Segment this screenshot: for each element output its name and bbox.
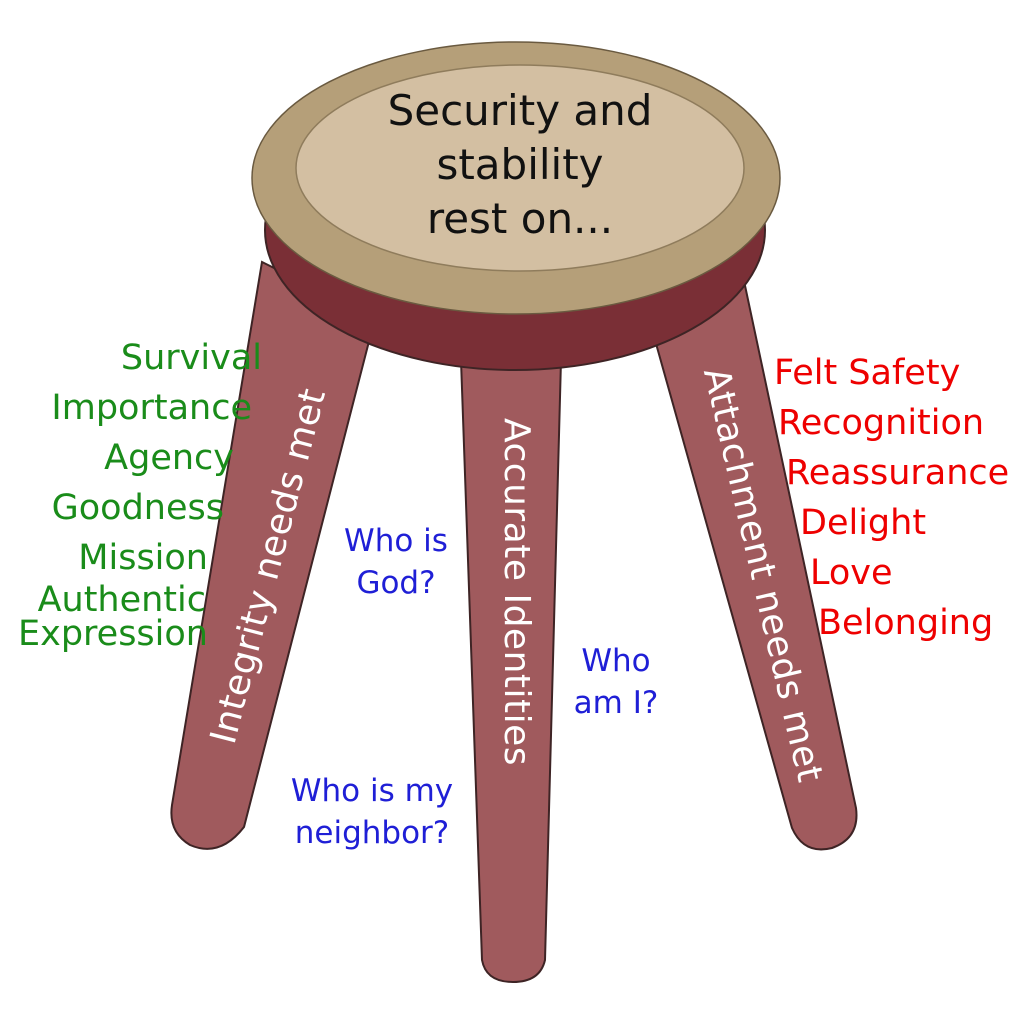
seat-inner <box>295 64 745 272</box>
integrity-need-item: Goodness <box>51 488 224 528</box>
seat-caption-line-1: Security and <box>387 86 653 135</box>
attachment-need-item: Love <box>810 553 893 593</box>
question-who-is-god: Who is God? <box>332 520 460 604</box>
integrity-need-item: Mission <box>78 538 208 578</box>
attachment-needs-list: Felt Safety Recognition Reassurance Deli… <box>768 348 1018 648</box>
attachment-need-item: Delight <box>800 503 927 543</box>
right-leg <box>653 260 858 851</box>
attachment-need-item: Reassurance <box>786 453 1010 493</box>
question-who-is-my-neighbor: Who is my neighbor? <box>272 770 472 854</box>
seat-caption-line-2: stability <box>436 140 604 189</box>
attachment-need-item: Belonging <box>818 603 994 643</box>
integrity-need-item: Authentic <box>37 580 206 620</box>
seat-caption-line-3: rest on... <box>426 194 614 243</box>
attachment-need-item: Recognition <box>778 403 985 443</box>
integrity-need-item: Expression <box>18 614 208 654</box>
integrity-need-item: Importance <box>51 388 252 428</box>
question-line: Who is <box>344 523 448 559</box>
question-line: neighbor? <box>294 815 450 851</box>
integrity-need-item: Agency <box>104 438 234 478</box>
seat-caption: Security and stability rest on... <box>340 84 700 246</box>
integrity-need-item: Survival <box>120 338 262 378</box>
middle-leg-label: Accurate Identities <box>496 418 537 767</box>
question-line: Who <box>581 643 651 679</box>
question-line: Who is my <box>290 773 454 809</box>
left-leg <box>170 260 377 850</box>
question-line: am I? <box>573 685 659 721</box>
integrity-needs-list: Survival Importance Agency Goodness Miss… <box>0 333 262 654</box>
question-who-am-i: Who am I? <box>560 640 672 724</box>
middle-leg <box>459 359 563 984</box>
attachment-need-item: Felt Safety <box>774 353 961 393</box>
question-line: God? <box>356 565 436 601</box>
